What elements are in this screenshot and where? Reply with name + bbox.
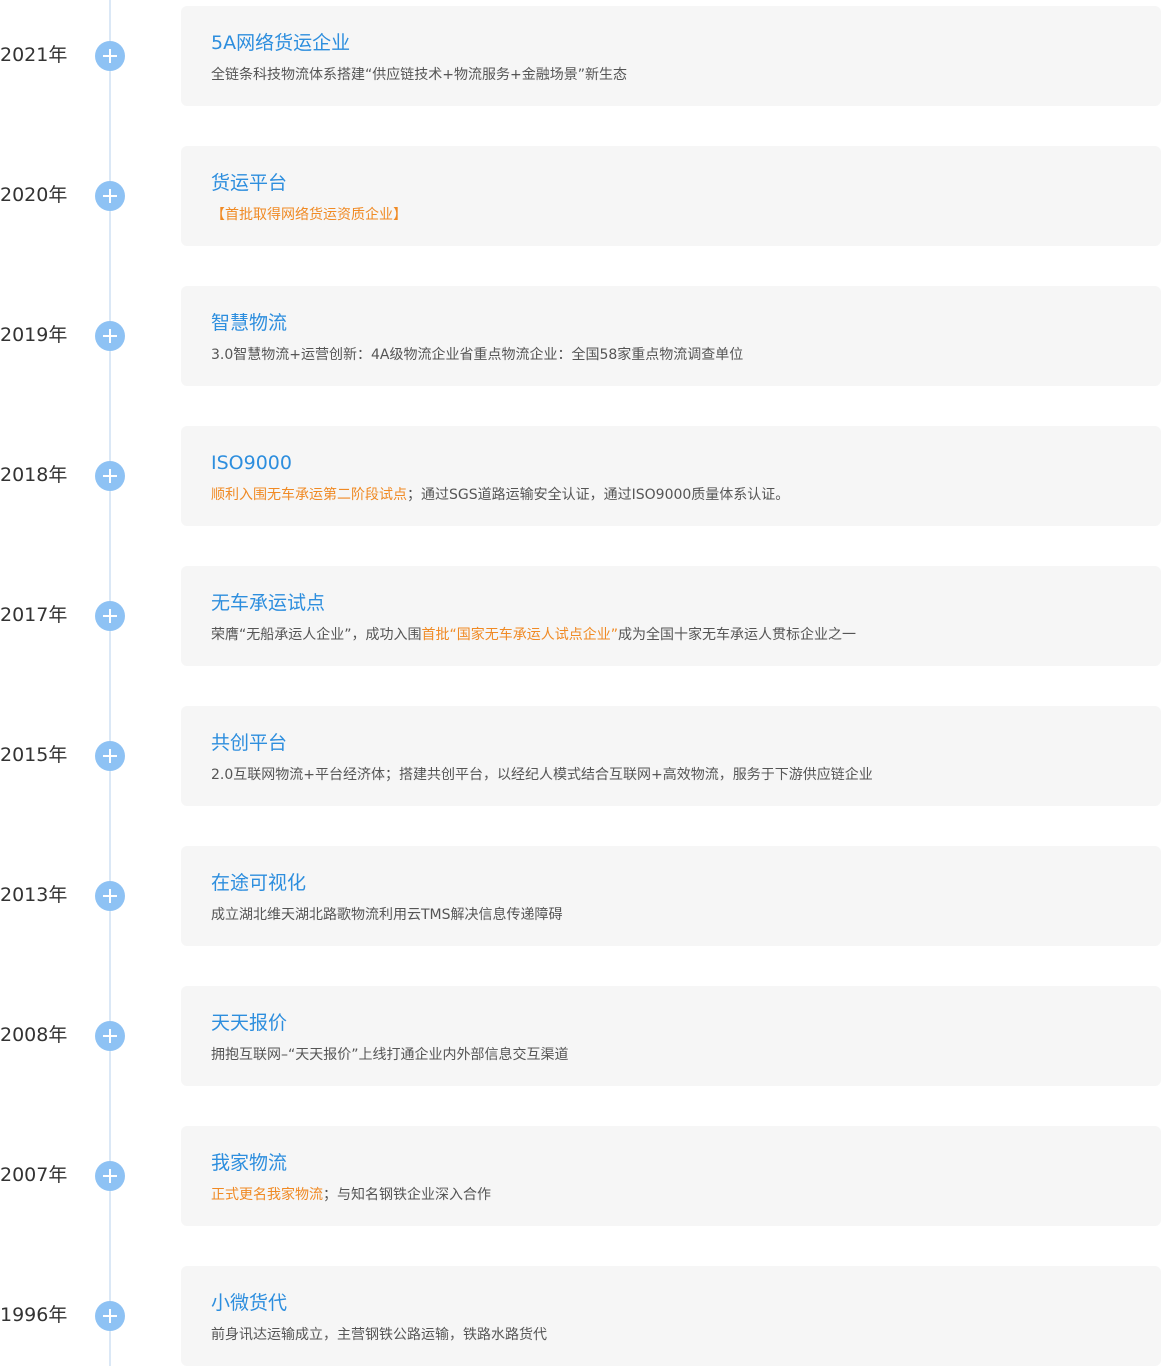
timeline-item-2018: 2018年 ISO9000 顺利入围无车承运第二阶段试点；通过SGS道路运输安全… [0,426,1161,526]
timeline-description: 3.0智慧物流+运营创新：4A级物流企业省重点物流企业：全国58家重点物流调查单… [211,345,743,365]
timeline-description: 荣膺“无船承运人企业”，成功入围首批“国家无车承运人试点企业”成为全国十家无车承… [211,625,856,645]
timeline-year: 2018年 [0,464,68,486]
timeline-title: 小微货代 [211,1292,288,1314]
timeline-description: 前身讯达运输成立，主营钢铁公路运输，铁路水路货代 [211,1325,547,1345]
timeline-description-text: 荣膺“无船承运人企业”，成功入围 [211,627,422,643]
timeline-card: 共创平台 2.0互联网物流+平台经济体；搭建共创平台，以经纪人模式结合互联网+高… [181,706,1161,806]
timeline-description-highlight: 首批“国家无车承运人试点企业” [421,627,619,643]
timeline-item-2008: 2008年 天天报价 拥抱互联网–“天天报价”上线打通企业内外部信息交互渠道 [0,986,1161,1086]
timeline-card: 智慧物流 3.0智慧物流+运营创新：4A级物流企业省重点物流企业：全国58家重点… [181,286,1161,386]
plus-icon[interactable] [95,1021,125,1051]
plus-icon[interactable] [95,741,125,771]
timeline-year: 2020年 [0,184,68,206]
timeline-description-text: 前身讯达运输成立，主营钢铁公路运输，铁路水路货代 [211,1327,547,1343]
timeline-item-2019: 2019年 智慧物流 3.0智慧物流+运营创新：4A级物流企业省重点物流企业：全… [0,286,1161,386]
timeline-year: 2008年 [0,1024,68,1046]
timeline-year: 2019年 [0,324,68,346]
timeline-item-2020: 2020年 货运平台 【首批取得网络货运资质企业】 [0,146,1161,246]
timeline-item-2007: 2007年 我家物流 正式更名我家物流；与知名钢铁企业深入合作 [0,1126,1161,1226]
plus-icon[interactable] [95,601,125,631]
timeline-year: 1996年 [0,1304,68,1326]
plus-icon[interactable] [95,461,125,491]
timeline-card: 天天报价 拥抱互联网–“天天报价”上线打通企业内外部信息交互渠道 [181,986,1161,1086]
timeline-description-text: 全链条科技物流体系搭建“供应链技术+物流服务+金融场景”新生态 [211,67,627,83]
plus-icon[interactable] [95,41,125,71]
timeline-title: 在途可视化 [211,872,307,894]
timeline-card: 我家物流 正式更名我家物流；与知名钢铁企业深入合作 [181,1126,1161,1226]
timeline-description: 顺利入围无车承运第二阶段试点；通过SGS道路运输安全认证，通过ISO9000质量… [211,485,789,505]
timeline-year: 2017年 [0,604,68,626]
timeline-title: 无车承运试点 [211,592,326,614]
timeline-year: 2015年 [0,744,68,766]
timeline-description: 拥抱互联网–“天天报价”上线打通企业内外部信息交互渠道 [211,1045,569,1065]
timeline-description: 【首批取得网络货运资质企业】 [211,205,407,225]
timeline-description: 正式更名我家物流；与知名钢铁企业深入合作 [211,1185,491,1205]
timeline-item-2017: 2017年 无车承运试点 荣膺“无船承运人企业”，成功入围首批“国家无车承运人试… [0,566,1161,666]
timeline-description-text: ；通过SGS道路运输安全认证，通过ISO9000质量体系认证。 [407,487,790,503]
plus-icon[interactable] [95,181,125,211]
timeline-title: 天天报价 [211,1012,288,1034]
timeline-description-text: 成为全国十家无车承运人贯标企业之一 [618,627,857,643]
plus-icon[interactable] [95,1161,125,1191]
timeline-description-text: 2.0互联网物流+平台经济体；搭建共创平台，以经纪人模式结合互联网+高效物流，服… [211,767,873,783]
timeline-description-text: 3.0智慧物流+运营创新：4A级物流企业省重点物流企业：全国58家重点物流调查单… [211,347,744,363]
timeline-year: 2013年 [0,884,68,906]
timeline-title: 货运平台 [211,172,288,194]
timeline-description: 2.0互联网物流+平台经济体；搭建共创平台，以经纪人模式结合互联网+高效物流，服… [211,765,873,785]
timeline-title: ISO9000 [211,452,292,474]
timeline-title: 5A网络货运企业 [211,32,351,54]
timeline-description-text: 拥抱互联网–“天天报价”上线打通企业内外部信息交互渠道 [211,1047,569,1063]
timeline-year: 2007年 [0,1164,68,1186]
timeline-description: 成立湖北维天湖北路歌物流利用云TMS解决信息传递障碍 [211,905,563,925]
plus-icon[interactable] [95,881,125,911]
timeline-item-2015: 2015年 共创平台 2.0互联网物流+平台经济体；搭建共创平台，以经纪人模式结… [0,706,1161,806]
timeline-description-highlight: 【首批取得网络货运资质企业】 [211,207,407,223]
plus-icon[interactable] [95,1301,125,1331]
timeline-description-highlight: 正式更名我家物流 [211,1187,323,1203]
timeline-title: 共创平台 [211,732,288,754]
timeline-card: ISO9000 顺利入围无车承运第二阶段试点；通过SGS道路运输安全认证，通过I… [181,426,1161,526]
timeline-description-highlight: 顺利入围无车承运第二阶段试点 [211,487,407,503]
timeline-item-1996: 1996年 小微货代 前身讯达运输成立，主营钢铁公路运输，铁路水路货代 [0,1266,1161,1366]
timeline-item-2021: 2021年 5A网络货运企业 全链条科技物流体系搭建“供应链技术+物流服务+金融… [0,6,1161,106]
timeline-description: 全链条科技物流体系搭建“供应链技术+物流服务+金融场景”新生态 [211,65,627,85]
timeline-description-text: ；与知名钢铁企业深入合作 [323,1187,491,1203]
timeline-line [109,0,111,1366]
timeline-title: 我家物流 [211,1152,288,1174]
plus-icon[interactable] [95,321,125,351]
timeline-title: 智慧物流 [211,312,288,334]
timeline-card: 无车承运试点 荣膺“无船承运人企业”，成功入围首批“国家无车承运人试点企业”成为… [181,566,1161,666]
timeline-card: 小微货代 前身讯达运输成立，主营钢铁公路运输，铁路水路货代 [181,1266,1161,1366]
timeline-card: 5A网络货运企业 全链条科技物流体系搭建“供应链技术+物流服务+金融场景”新生态 [181,6,1161,106]
timeline-card: 在途可视化 成立湖北维天湖北路歌物流利用云TMS解决信息传递障碍 [181,846,1161,946]
timeline-item-2013: 2013年 在途可视化 成立湖北维天湖北路歌物流利用云TMS解决信息传递障碍 [0,846,1161,946]
timeline-year: 2021年 [0,44,68,66]
timeline-description-text: 成立湖北维天湖北路歌物流利用云TMS解决信息传递障碍 [211,907,563,923]
timeline-card: 货运平台 【首批取得网络货运资质企业】 [181,146,1161,246]
